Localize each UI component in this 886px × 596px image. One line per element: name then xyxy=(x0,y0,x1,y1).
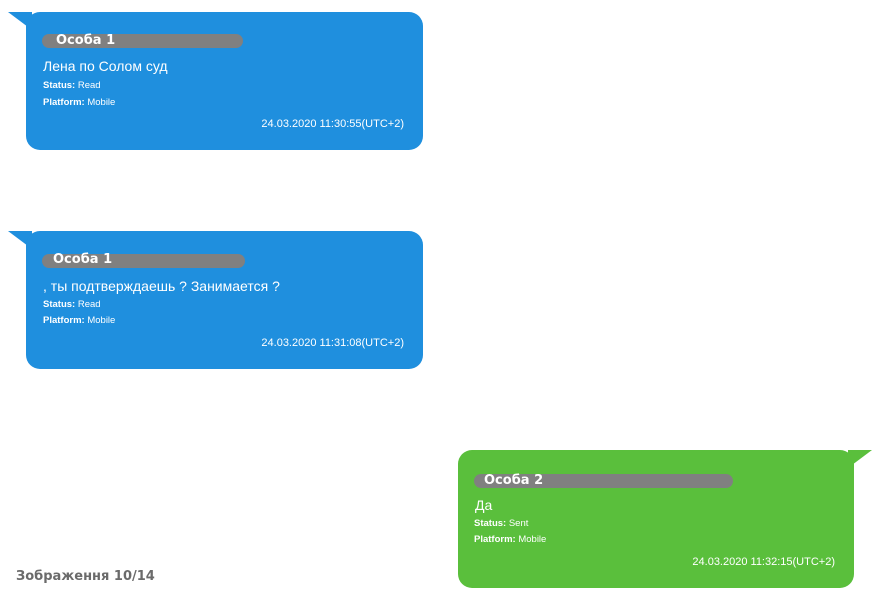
platform-value: Mobile xyxy=(87,97,116,108)
message-bubble-outgoing[interactable]: Особа 2 Да Status: Sent Platform: Mobile… xyxy=(458,450,854,588)
message-timestamp: 24.03.2020 11:32:15(UTC+2) xyxy=(692,556,835,568)
platform-value: Mobile xyxy=(87,315,116,326)
status-value: Sent xyxy=(508,518,529,529)
status-value: Read xyxy=(77,80,101,91)
redacted-sender-bar xyxy=(42,254,245,268)
sender-name: Особа 1 xyxy=(53,252,113,267)
status-label: Status: xyxy=(474,518,507,529)
platform-value: Mobile xyxy=(518,534,547,545)
sender-name: Особа 2 xyxy=(484,473,544,488)
redacted-sender-bar xyxy=(474,474,733,488)
status-line: Status: Sent xyxy=(474,518,528,530)
message-timestamp: 24.03.2020 11:30:55(UTC+2) xyxy=(261,118,404,130)
platform-line: Platform: Mobile xyxy=(43,97,115,109)
page-caption: Зображення 10/14 xyxy=(16,569,155,584)
message-timestamp: 24.03.2020 11:31:08(UTC+2) xyxy=(261,337,404,349)
status-label: Status: xyxy=(43,299,76,310)
message-bubble-incoming[interactable]: Особа 1 , ты подтверждаешь ? Занимается … xyxy=(26,231,423,369)
message-text: , ты подтверждаешь ? Занимается ? xyxy=(43,278,280,294)
status-label: Status: xyxy=(43,80,76,91)
status-value: Read xyxy=(77,299,101,310)
platform-label: Platform: xyxy=(43,97,85,108)
message-text: Лена по Солом суд xyxy=(43,58,168,74)
redacted-sender-bar xyxy=(42,34,243,48)
platform-label: Platform: xyxy=(474,534,516,545)
message-bubble-incoming[interactable]: Особа 1 Лена по Солом суд Status: Read P… xyxy=(26,12,423,150)
platform-label: Platform: xyxy=(43,315,85,326)
sender-name: Особа 1 xyxy=(56,33,116,48)
platform-line: Platform: Mobile xyxy=(474,534,546,546)
platform-line: Platform: Mobile xyxy=(43,315,115,327)
status-line: Status: Read xyxy=(43,299,101,311)
message-text: Да xyxy=(475,497,493,513)
status-line: Status: Read xyxy=(43,80,101,92)
message-tail xyxy=(848,450,872,468)
